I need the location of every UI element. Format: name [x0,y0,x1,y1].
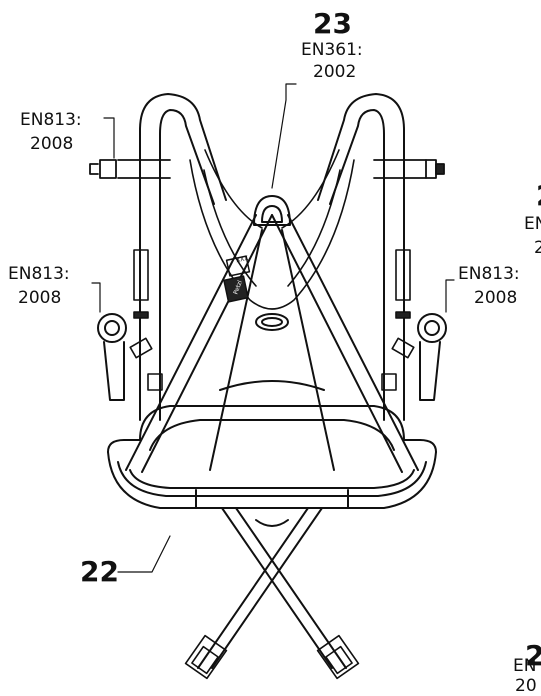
right-cut-top-standard: EN [524,214,541,234]
leg-buckles [184,634,360,680]
right-cut-bottom-standard: EN [513,656,537,676]
strap-tag [223,255,251,303]
right-mid-year: 2008 [474,288,518,308]
right-cut-top-number: 2 [536,182,541,210]
shoulder-adjusters [129,249,415,391]
callout-23-number: 23 [313,7,352,40]
leader-lines [91,83,455,573]
shoulder-frame [139,93,405,421]
callout-22-number: 22 [80,555,119,588]
left-mid-year: 2008 [18,288,62,308]
x-straps [125,214,419,473]
right-mid-standard: EN813: [458,264,520,284]
dorsal-ring [253,195,291,226]
leg-straps [197,507,347,669]
left-mid-standard: EN813: [8,264,70,284]
right-cut-bottom-year: 20 [515,676,537,696]
right-cut-top-year: 2 [534,238,541,258]
left-top-standard: EN813: [20,110,82,130]
chest-strap [89,159,445,179]
center-oval [255,313,289,331]
right-cut-bottom-number: 2 [525,639,541,672]
callout-23-year: 2002 [313,62,357,82]
side-rings [97,313,447,401]
left-top-year: 2008 [30,134,74,154]
back-pad [189,149,355,310]
callout-23-standard: EN361: [301,40,363,60]
waist-belt [107,380,437,509]
